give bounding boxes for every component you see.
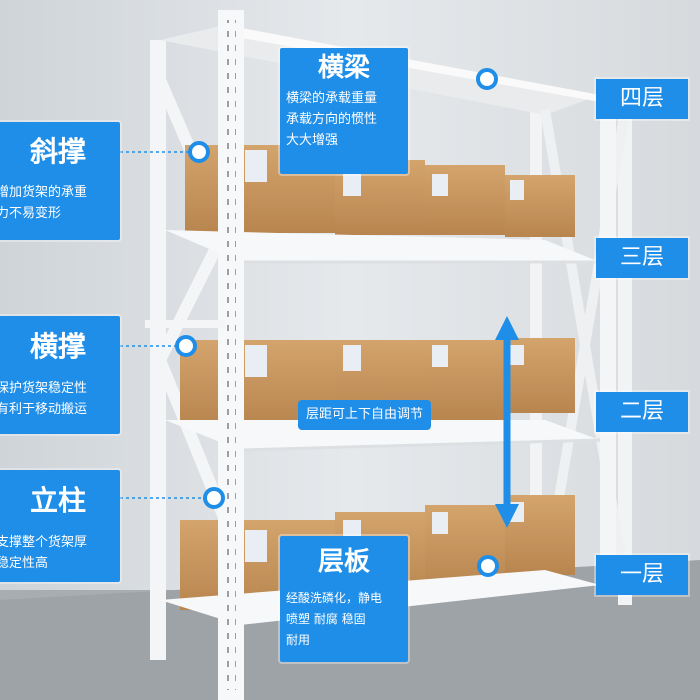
shelf-board-callout: 层板 经酸洗磷化，静电 喷塑 耐腐 稳固 耐用: [280, 536, 408, 662]
beam-marker-dot: [476, 68, 498, 90]
cross-brace-callout: 横撑 保护货架稳定性 有利于移动搬运: [0, 316, 120, 434]
diagonal-brace-title: 斜撑: [29, 135, 86, 168]
upright-callout: 立柱 支撑整个货架厚 稳定性高: [0, 470, 120, 582]
beam-desc-line-2: 承载方向的惯性: [286, 112, 378, 127]
beam-desc-line-3: 大大增强: [286, 133, 339, 148]
level-tag-2: 二层: [596, 392, 688, 432]
adjustable-spacing-label: 层距可上下自由调节: [298, 400, 432, 430]
cross-brace-marker-dot: [175, 335, 197, 357]
diagonal-brace-marker-dot: [188, 141, 210, 163]
shelf-board-desc-line-3: 耐用: [286, 633, 311, 647]
beam-desc-line-1: 横梁的承载重量: [286, 91, 378, 106]
beam-title: 横梁: [317, 53, 370, 83]
upright-title: 立柱: [29, 484, 86, 517]
upright-marker-dot: [203, 487, 225, 509]
level-tag-1: 一层: [596, 555, 688, 595]
shelf-board-desc-line-2: 喷塑 耐腐 稳固: [286, 612, 366, 626]
diagonal-brace-callout: 斜撑 增加货架的承重 力不易变形: [0, 122, 120, 240]
diagonal-brace-desc-line-2: 力不易变形: [0, 206, 62, 221]
upright-desc-line-1: 支撑整个货架厚: [0, 535, 88, 550]
cross-brace-desc-line-2: 有利于移动搬运: [0, 402, 88, 417]
diagonal-brace-desc-line-1: 增加货架的承重: [0, 185, 88, 200]
cross-brace-title: 横撑: [29, 330, 86, 363]
cross-brace-desc-line-1: 保护货架稳定性: [0, 381, 88, 396]
shelf-board-desc-line-1: 经酸洗磷化，静电: [286, 591, 383, 605]
level-tag-4: 四层: [596, 79, 688, 119]
level-tag-3: 三层: [596, 238, 688, 278]
shelf-board-title: 层板: [317, 547, 370, 577]
beam-callout: 横梁 横梁的承载重量 承载方向的惯性 大大增强: [280, 48, 408, 174]
shelf-board-marker-dot: [477, 555, 499, 577]
upright-desc-line-2: 稳定性高: [0, 556, 49, 571]
